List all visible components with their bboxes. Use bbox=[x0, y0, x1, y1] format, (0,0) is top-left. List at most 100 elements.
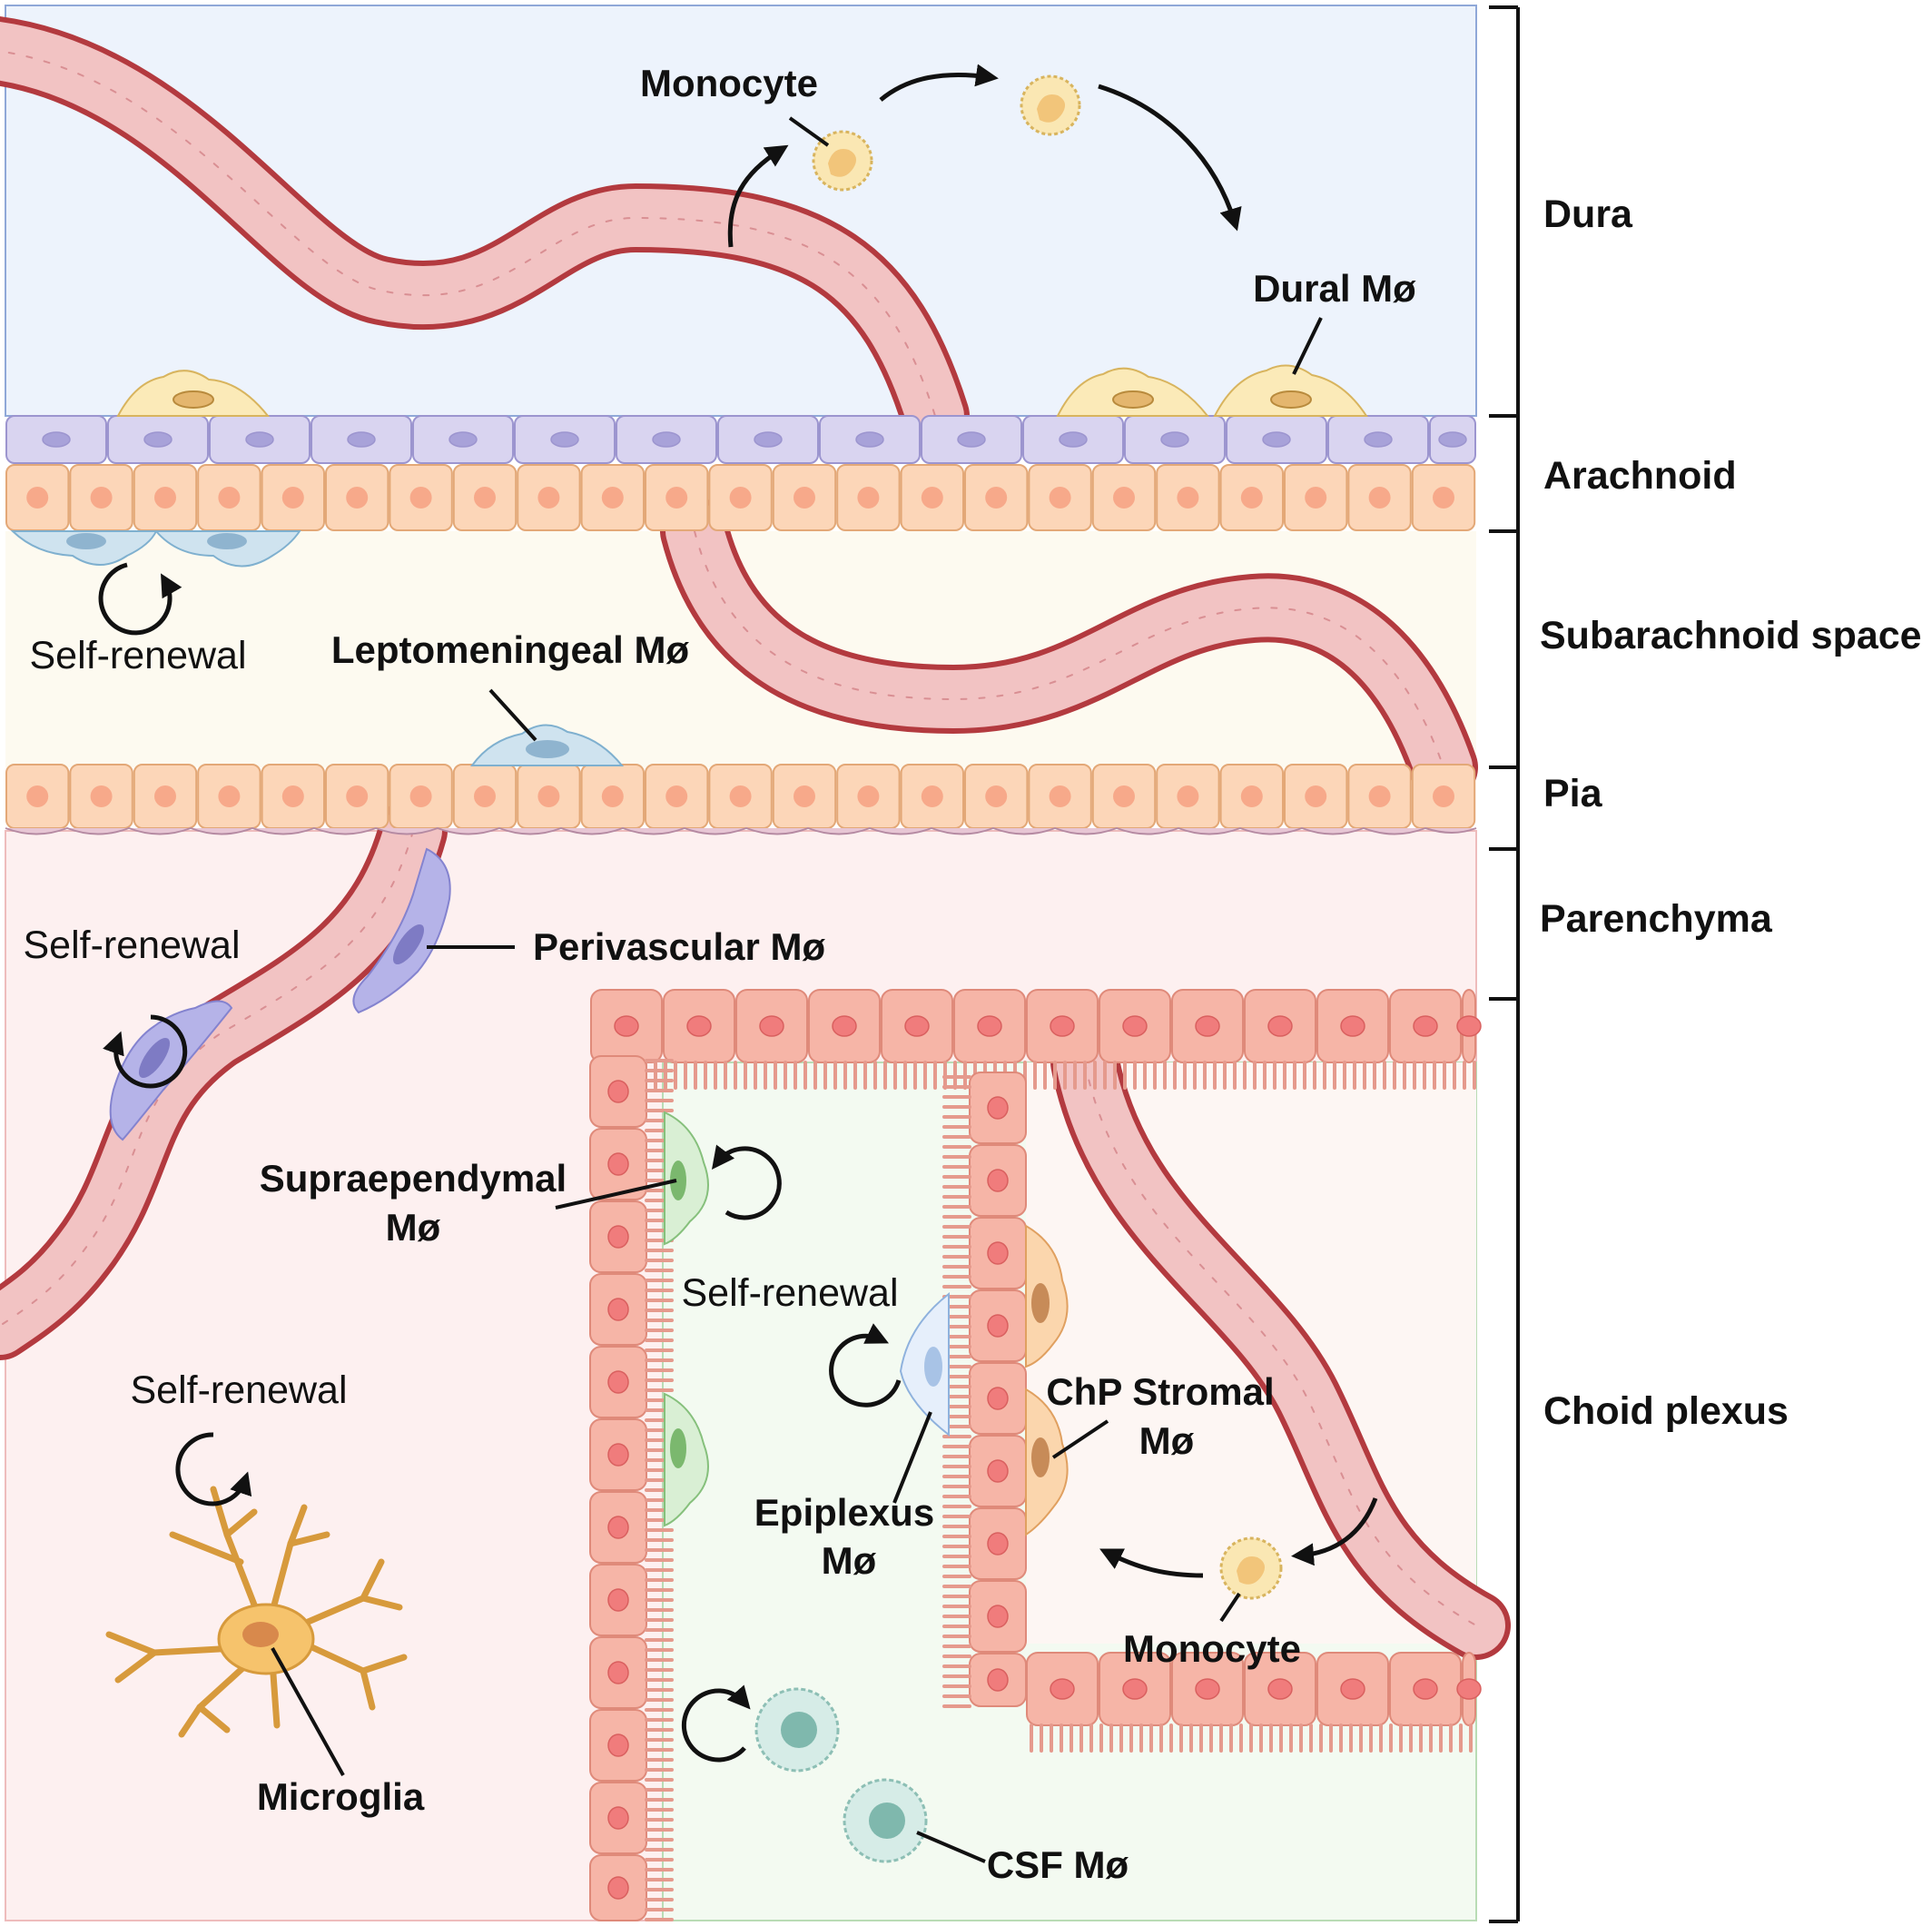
choroid-epithelium-bottom bbox=[1026, 1652, 1482, 1753]
arachnoid-epithelial-cell bbox=[197, 464, 261, 531]
arachnoid-epithelial-cell bbox=[964, 464, 1029, 531]
arachnoid-epithelial-cell bbox=[1091, 464, 1157, 531]
arachnoid-epithelial-cell bbox=[1347, 464, 1412, 531]
arachnoid-cell bbox=[921, 415, 1022, 464]
leptomeningeal-macrophage bbox=[10, 530, 158, 566]
layer-label-pia: Pia bbox=[1543, 772, 1603, 815]
epithelial-cell bbox=[1244, 989, 1316, 1063]
label-microglia: Microglia bbox=[257, 1775, 425, 1818]
epithelial-cell bbox=[589, 1564, 647, 1636]
layer-label-subarachnoid: Subarachnoid space bbox=[1540, 614, 1922, 657]
choroid-epithelium-top bbox=[590, 989, 1482, 1090]
arachnoid-cell bbox=[717, 415, 819, 464]
epithelial-cell bbox=[1389, 1652, 1462, 1726]
migration-arrow bbox=[727, 144, 789, 248]
epithelial-cell bbox=[1316, 989, 1389, 1063]
pia-cell bbox=[836, 764, 901, 829]
pia-cell bbox=[900, 764, 964, 829]
epithelial-cell bbox=[589, 1418, 647, 1491]
epithelial-cell bbox=[589, 1491, 647, 1564]
layer-label-choroid-plexus: Choid plexus bbox=[1543, 1389, 1789, 1433]
arachnoid-cell bbox=[1022, 415, 1124, 464]
microvilli bbox=[1030, 1724, 1473, 1753]
epithelial-cell bbox=[969, 1362, 1027, 1435]
pia-cell bbox=[1411, 764, 1476, 829]
arachnoid-cell bbox=[209, 415, 310, 464]
label-perivascular-macrophage: Perivascular Mø bbox=[533, 925, 826, 968]
pia-cell bbox=[389, 764, 453, 829]
arachnoid-barrier-cells bbox=[5, 415, 1476, 464]
epithelial-cell bbox=[1099, 989, 1171, 1063]
epithelial-cell bbox=[953, 989, 1026, 1063]
epithelial-cell bbox=[590, 989, 663, 1063]
csf-macrophage bbox=[754, 1687, 840, 1773]
epithelial-cell bbox=[589, 1782, 647, 1854]
arachnoid-epithelial-cell bbox=[5, 464, 70, 531]
monocyte-cell bbox=[812, 130, 873, 192]
leader-line bbox=[1219, 1592, 1241, 1623]
label-self-renewal-1: Self-renewal bbox=[30, 634, 247, 677]
epithelial-cell bbox=[969, 1289, 1027, 1362]
self-renewal-arrow bbox=[681, 1684, 751, 1763]
choroid-vessel bbox=[1050, 1028, 1511, 1660]
leader-line bbox=[555, 1179, 677, 1210]
epithelial-cell bbox=[1171, 989, 1244, 1063]
layer-label-parenchyma: Parenchyma bbox=[1540, 897, 1773, 941]
epithelial-cell bbox=[1171, 1652, 1244, 1726]
epithelial-cell bbox=[1026, 989, 1099, 1063]
supraependymal-macrophage bbox=[664, 1111, 709, 1246]
leader-line bbox=[488, 688, 537, 742]
pia-cell bbox=[964, 764, 1029, 829]
glia-limitans bbox=[5, 826, 1477, 835]
label-epiplexus-macrophage-line1: Epiplexus bbox=[754, 1491, 934, 1534]
arachnoid-epithelial-cell bbox=[133, 464, 198, 531]
label-supraependymal-macrophage-line1: Supraependymal bbox=[260, 1157, 567, 1200]
epithelial-cell bbox=[589, 1709, 647, 1782]
chp-stromal-macrophage bbox=[1025, 1388, 1069, 1536]
migration-arrow bbox=[1291, 1497, 1378, 1566]
arachnoid-epithelial-cell bbox=[1284, 464, 1348, 531]
pia-cell bbox=[517, 764, 581, 829]
microvilli bbox=[942, 1075, 971, 1708]
arachnoid-epithelial-cell bbox=[580, 464, 645, 531]
label-leptomeningeal-macrophage: Leptomeningeal Mø bbox=[331, 628, 690, 671]
pia-cell bbox=[645, 764, 709, 829]
dural-macrophage bbox=[1056, 367, 1210, 417]
epithelial-cell bbox=[589, 1128, 647, 1200]
layer-label-dura: Dura bbox=[1543, 193, 1633, 236]
pia-cell bbox=[261, 764, 326, 829]
parenchymal-vessel bbox=[0, 796, 448, 1360]
leptomeningeal-macrophage bbox=[153, 530, 301, 568]
arachnoid-epithelial-cell bbox=[261, 464, 326, 531]
leader-line bbox=[1292, 317, 1323, 375]
pia-cells bbox=[5, 764, 1476, 829]
epithelial-cell bbox=[589, 1346, 647, 1418]
leader-line bbox=[271, 1647, 345, 1776]
leader-line bbox=[788, 116, 830, 147]
perivascular-macrophage bbox=[109, 1000, 233, 1141]
chp-stromal-macrophage bbox=[1025, 1224, 1069, 1368]
epithelial-cell bbox=[589, 1055, 647, 1128]
choroid-epithelium-column bbox=[942, 1072, 1027, 1708]
layer-label-arachnoid: Arachnoid bbox=[1543, 454, 1737, 498]
pia-cell bbox=[452, 764, 518, 829]
label-chp-stromal-macrophage-line1: ChP Stromal bbox=[1046, 1370, 1274, 1413]
epithelial-cell bbox=[1456, 989, 1482, 1063]
epithelial-cell bbox=[969, 1435, 1027, 1507]
arachnoid-epithelial-cell bbox=[645, 464, 709, 531]
arachnoid-epithelial-cell bbox=[325, 464, 389, 531]
migration-arrow bbox=[879, 64, 999, 102]
epithelial-cell bbox=[1389, 989, 1462, 1063]
monocyte-cell bbox=[1020, 74, 1081, 136]
epithelial-cell bbox=[663, 989, 735, 1063]
label-supraependymal-macrophage-line2: Mø bbox=[386, 1206, 441, 1249]
arachnoid-cell bbox=[1327, 415, 1429, 464]
label-epiplexus-macrophage-line2: Mø bbox=[822, 1539, 877, 1582]
epithelial-cell bbox=[1316, 1652, 1389, 1726]
epithelial-cell bbox=[589, 1273, 647, 1346]
pia-cell bbox=[325, 764, 389, 829]
label-self-renewal-4: Self-renewal bbox=[131, 1368, 348, 1412]
arachnoid-cell bbox=[819, 415, 921, 464]
label-monocyte-top: Monocyte bbox=[640, 62, 818, 104]
arachnoid-cell bbox=[310, 415, 412, 464]
